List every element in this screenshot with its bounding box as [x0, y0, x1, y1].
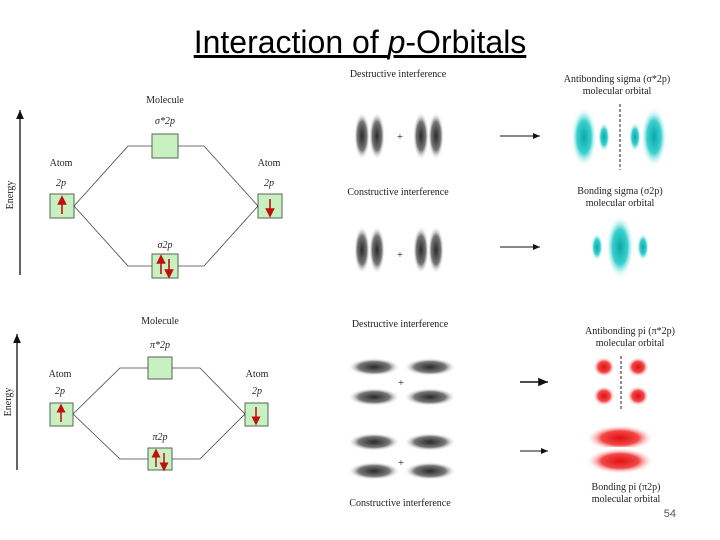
plus-sign: +: [398, 457, 404, 469]
correlation-line: [73, 145, 152, 207]
p-orbital-lobe: [348, 433, 400, 451]
pi-bonding-caption-1: Bonding pi (π2p): [592, 482, 661, 493]
sigma-star-lobe: [629, 122, 641, 152]
sigma-orbital-left-label: 2p: [56, 178, 66, 189]
p-orbital-lobe: [348, 388, 400, 406]
pi-constructive-label: Constructive interference: [349, 498, 451, 509]
sigma-bonding-box: [151, 253, 179, 279]
pi-antibonding-caption-2: molecular orbital: [596, 338, 665, 349]
plus-sign: +: [398, 377, 404, 389]
p-orbital-lobe: [369, 226, 385, 274]
sigma-atom-right-label: Atom: [258, 158, 281, 169]
title-post: -Orbitals: [405, 24, 527, 60]
title-italic-p: p: [387, 24, 406, 60]
p-orbital-lobe: [404, 388, 456, 406]
pi-bonding-node-gap: [589, 447, 651, 451]
sigma-antibonding-caption-1: Antibonding sigma (σ*2p): [564, 74, 671, 85]
plus-sign: +: [397, 131, 403, 143]
pi-atom-left-label: Atom: [49, 369, 72, 380]
pi-destructive-label: Destructive interference: [352, 319, 449, 330]
title-pre: Interaction of: [193, 24, 388, 60]
sigma-bonding-lobe: [606, 215, 634, 279]
pi-antibonding-level-label: π*2p: [150, 340, 170, 351]
sigma-orbital-right-label: 2p: [264, 178, 274, 189]
pi-antibonding-caption-1: Antibonding pi (π*2p): [585, 326, 675, 337]
p-orbital-lobe: [369, 112, 385, 160]
pi-bonding-caption-2: molecular orbital: [592, 494, 661, 505]
sigma-bonding-lobe: [591, 233, 603, 261]
pi-energy-label: Energy: [3, 388, 14, 417]
sigma-molecule-label: Molecule: [146, 95, 184, 106]
sigma-energy-diagram: Energy Molecule σ*2p Atom 2p Atom 2p σ2p: [5, 95, 283, 279]
p-orbital-lobe: [348, 462, 400, 480]
sigma-star-lobe: [598, 122, 610, 152]
p-orbital-lobe: [413, 226, 429, 274]
sigma-antibonding-caption-2: molecular orbital: [583, 86, 652, 97]
correlation-line: [178, 145, 259, 207]
sigma-orbital-interactions: Destructive interference + Antibonding s…: [347, 69, 670, 279]
sigma-bonding-lobe: [637, 233, 649, 261]
sigma-star-lobe: [641, 107, 667, 167]
plus-sign: +: [397, 249, 403, 261]
p-orbital-lobe: [404, 358, 456, 376]
pi-energy-diagram: Energy Molecule π*2p Atom 2p Atom 2p π2p: [3, 316, 269, 472]
sigma-constructive-label: Constructive interference: [347, 187, 449, 198]
page-number: 54: [663, 508, 676, 520]
pi-star-lobe: [627, 357, 649, 377]
p-orbital-lobe: [428, 112, 444, 160]
sigma-bonding-caption-2: molecular orbital: [586, 198, 655, 209]
p-orbital-lobe: [413, 112, 429, 160]
p-orbital-lobe: [428, 226, 444, 274]
pi-bonding-lobe: [586, 425, 654, 451]
p-orbital-lobe: [354, 226, 370, 274]
pi-molecule-label: Molecule: [141, 316, 179, 327]
pi-star-lobe: [593, 357, 615, 377]
p-orbital-lobe: [354, 112, 370, 160]
pi-antibonding-box: [147, 356, 173, 380]
sigma-destructive-label: Destructive interference: [350, 69, 447, 80]
page-title: Interaction of p-Orbitals: [0, 24, 720, 61]
sigma-star-lobe: [571, 107, 597, 167]
pi-orbital-left-label: 2p: [55, 386, 65, 397]
p-orbital-lobe: [348, 358, 400, 376]
correlation-line: [73, 205, 152, 267]
pi-bonding-lobe: [586, 448, 654, 474]
sigma-antibonding-level-label: σ*2p: [155, 116, 175, 127]
correlation-line: [172, 413, 246, 460]
sigma-bonding-caption-1: Bonding sigma (σ2p): [577, 186, 662, 197]
sigma-antibonding-box: [151, 133, 179, 159]
sigma-atom-left-label: Atom: [50, 158, 73, 169]
correlation-line: [72, 367, 148, 415]
pi-atom-right-label: Atom: [246, 369, 269, 380]
title-text: Interaction of p-Orbitals: [194, 24, 527, 60]
p-orbital-lobe: [404, 433, 456, 451]
pi-orbital-interactions: Destructive interference + Antibonding p…: [348, 319, 675, 509]
pi-star-lobe: [593, 386, 615, 406]
p-orbital-lobe: [404, 462, 456, 480]
correlation-line: [172, 367, 246, 415]
pi-bonding-box: [147, 447, 173, 471]
pi-star-lobe: [627, 386, 649, 406]
pi-bonding-level-label: π2p: [152, 432, 167, 443]
correlation-line: [178, 205, 259, 267]
sigma-bonding-level-label: σ2p: [158, 240, 173, 251]
sigma-energy-label: Energy: [5, 181, 16, 210]
pi-orbital-right-label: 2p: [252, 386, 262, 397]
correlation-line: [72, 413, 148, 460]
